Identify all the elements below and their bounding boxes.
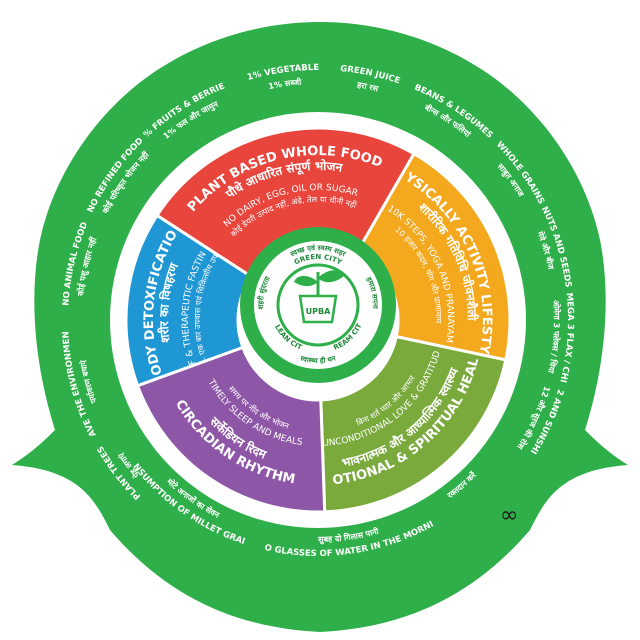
infinity-icon: ∞ (500, 503, 518, 528)
upba-logo: UPBA (294, 270, 344, 324)
core-bottom-text: स्वास्थ्य ही धन (299, 354, 338, 365)
segment-2 (319, 334, 508, 514)
leaf-left-icon (294, 275, 318, 287)
core-bottom-text-path: स्वास्थ्य ही धन (299, 354, 338, 365)
pot-icon (298, 294, 338, 324)
segment-3 (135, 345, 327, 514)
leaf-right-icon (318, 270, 344, 283)
logo-text: UPBA (306, 307, 331, 316)
core-logo-ring (276, 263, 360, 347)
segment-4 (124, 213, 253, 388)
